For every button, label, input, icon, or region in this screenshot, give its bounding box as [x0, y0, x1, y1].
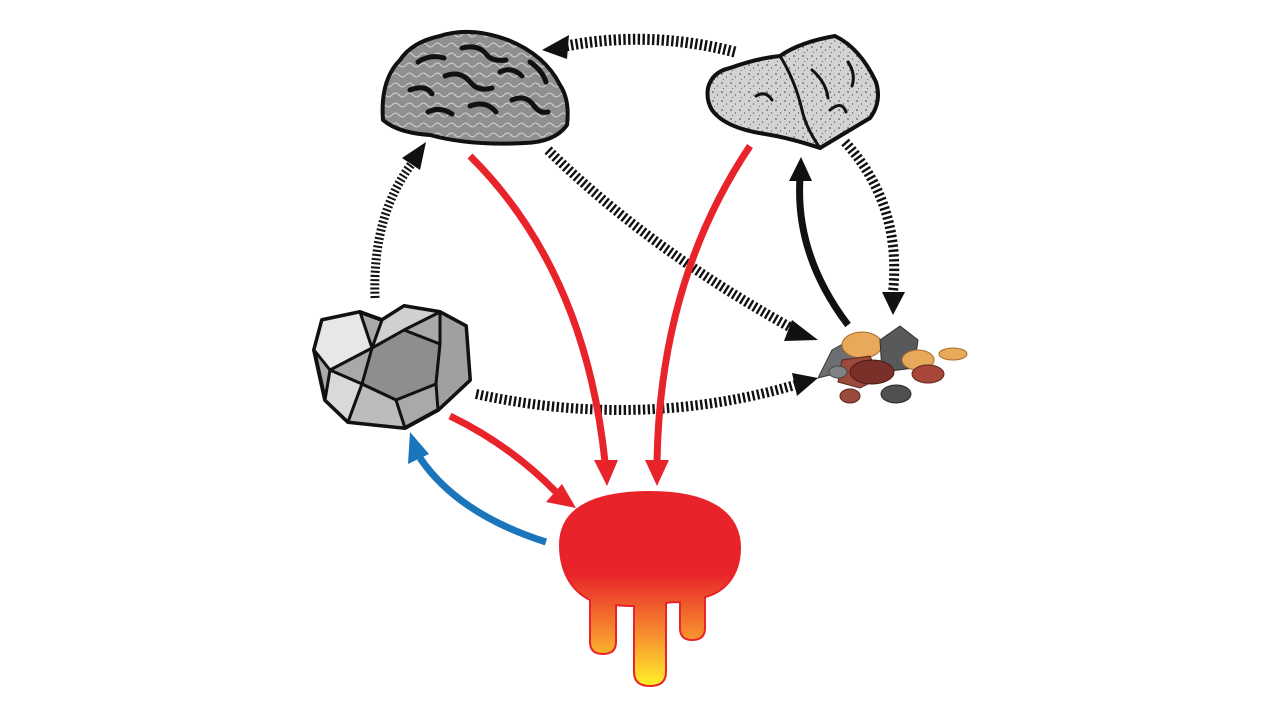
arrow-igneous-to-metamorphic	[370, 142, 426, 299]
arrow-sedimentary-to-metamorphic	[542, 33, 737, 59]
sediment-pile-icon	[817, 325, 968, 404]
arrow-metamorphic-to-magma	[467, 153, 618, 486]
arrow-igneous-to-sediment	[474, 373, 818, 415]
arrow-igneous-to-magma	[448, 412, 576, 508]
arrow-metamorphic-to-sediment	[544, 146, 818, 341]
arrow-sediment-to-sedimentary	[789, 157, 851, 328]
arrow-magma-to-igneous	[408, 432, 548, 546]
sedimentary-rock-icon	[705, 34, 880, 150]
arrow-sedimentary-to-sediment	[841, 138, 905, 315]
arrow-sedimentary-to-magma	[645, 144, 753, 486]
metamorphic-rock-icon	[380, 29, 570, 146]
igneous-rock-icon	[312, 304, 472, 430]
cycle-arrows	[370, 33, 905, 546]
magma-blob-icon	[558, 490, 742, 688]
